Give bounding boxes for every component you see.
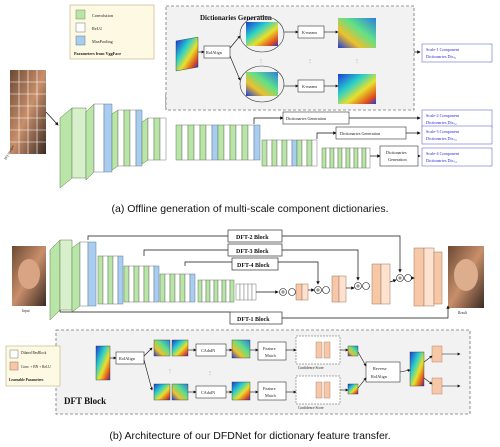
feature-match-1-line2: Match: [265, 353, 277, 358]
cadain-1: CAdaIN: [201, 348, 215, 353]
svg-text:HQ images: HQ images: [3, 144, 15, 161]
input-label: Input: [21, 309, 31, 313]
scale-4-line1: Scale-4 Component: [426, 151, 460, 156]
confidence-score-1: Confidence Score: [298, 366, 324, 370]
part-a: HQ images Convolution ReLU MaxPooling Pa…: [3, 4, 493, 215]
dict-gen-title: Dictionaries Generation: [200, 14, 272, 22]
result-face: Result: [448, 246, 484, 315]
svg-text:⋮: ⋮: [355, 58, 359, 63]
result-label: Result: [457, 311, 468, 315]
scale-4-line2: Dictionaries Dicₛ₄: [426, 158, 457, 163]
legend-a: Convolution ReLU MaxPooling Parameters f…: [69, 4, 155, 60]
reverse-roialign-line2: RoIAlign: [371, 374, 388, 379]
svg-text:⋮: ⋮: [308, 58, 312, 63]
dft-1-block: DFT-1 Block: [237, 317, 270, 323]
scale-2-line2: Dictionaries Dicₛ₂: [426, 120, 457, 125]
caption-a: (a) Offline generation of multi-scale co…: [111, 203, 388, 215]
input-face: Input: [12, 246, 46, 313]
scale-outputs: Scale-1 Component Dictionaries Dicₛ₁ Sca…: [421, 43, 493, 167]
dft-block-detail: DFT Block RoIAlign ⋮ CAdaIN CAdaIN ⋮ Fea…: [55, 329, 471, 415]
confidence-score-2: Confidence Score: [298, 406, 324, 410]
svg-text:⋮: ⋮: [208, 370, 212, 375]
feature-match-1-line1: Feature: [263, 346, 276, 351]
caption-b: (b) Architecture of our DFDNet for dicti…: [109, 430, 390, 442]
plus-nodes: [279, 274, 412, 296]
scale-3-line2: Dictionaries Dicₛ₃: [426, 136, 457, 141]
legend-conv: Conv. + BN + ReLU: [21, 365, 51, 369]
legend-convolution: Convolution: [92, 13, 114, 18]
legend-b: Dilated ResBlock Conv. + BN + ReLU Learn…: [5, 345, 61, 387]
dict-gen-box: Dictionaries Generation RoIAlign ⋮ K-mea…: [165, 5, 415, 111]
dict-gen-box-3: Dictionaries Generation: [340, 131, 381, 136]
vgg-stack-a4: [321, 147, 371, 169]
dict-gen-box-4-line1: Dictionaries: [386, 150, 407, 155]
dft-3-block: DFT-3 Block: [236, 249, 269, 255]
legend-dilated: Dilated ResBlock: [21, 351, 47, 355]
dft-2-block: DFT-2 Block: [236, 235, 269, 241]
dict-gen-box-4-line2: Generation: [388, 157, 408, 162]
dft-roialign: RoIAlign: [119, 356, 136, 361]
scale-3-line1: Scale-3 Component: [426, 129, 460, 134]
dict-gen-box-2: Dictionaries Generation: [286, 116, 327, 121]
svg-text:⋮: ⋮: [259, 58, 263, 63]
scale-2-line1: Scale-2 Component: [426, 113, 460, 118]
decoder-stack: [295, 247, 443, 307]
svg-text:⋮: ⋮: [168, 368, 172, 373]
legend-learnable: Learnable Parameters: [9, 378, 44, 382]
feature-match-2-line1: Feature: [263, 386, 276, 391]
part-b: Input: [5, 229, 484, 442]
encoder-stack: [49, 239, 257, 321]
vgg-stack-a3: [261, 139, 318, 167]
legend-relu: ReLU: [92, 26, 102, 31]
legend-params: Parameters from VggFace: [74, 51, 121, 56]
reverse-roialign-line1: Reverse: [373, 366, 387, 371]
feature-match-2-line2: Match: [265, 393, 277, 398]
scale-1-line2: Dictionaries Dicₛ₁: [426, 54, 457, 59]
kmeans-label-2: K-means: [302, 84, 317, 89]
kmeans-label-1: K-means: [302, 30, 317, 35]
vgg-stack-a2: [175, 124, 261, 161]
dict-roialign-label: RoIAlign: [206, 50, 223, 55]
dft-block-title: DFT Block: [64, 396, 106, 406]
legend-maxpooling: MaxPooling: [92, 39, 114, 44]
vgg-stack-a: [59, 103, 167, 189]
dft-4-block: DFT-4 Block: [237, 263, 270, 269]
cadain-2: CAdaIN: [201, 390, 215, 395]
face-mosaic-input: HQ images: [3, 70, 46, 161]
scale-1-line1: Scale-1 Component: [426, 47, 460, 52]
